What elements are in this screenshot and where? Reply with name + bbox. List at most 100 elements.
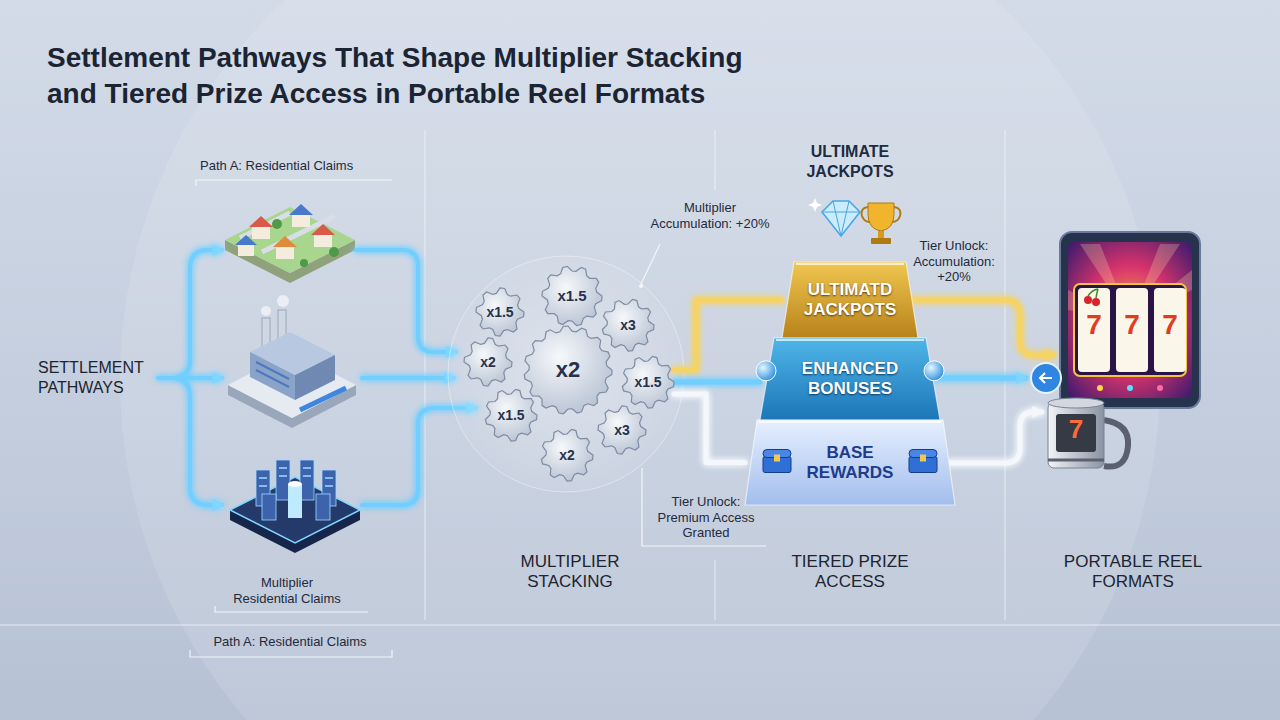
slot-mug-part bbox=[1048, 398, 1104, 408]
jackpot-icons-part bbox=[871, 238, 891, 244]
slot-mug-part bbox=[1048, 459, 1104, 462]
reel-symbol: 7 bbox=[1056, 415, 1096, 444]
tablet-device-part bbox=[1084, 296, 1092, 304]
gear-outline bbox=[464, 338, 512, 386]
reel-symbol: 7 bbox=[1116, 310, 1148, 341]
jackpot-icons-part bbox=[808, 198, 822, 212]
multiplier-value: x2 bbox=[480, 354, 496, 370]
residential-icon-part bbox=[225, 207, 355, 273]
slot-mug bbox=[1048, 398, 1128, 468]
prize-tier: BASE REWARDS bbox=[745, 420, 955, 505]
tablet-device bbox=[1060, 232, 1200, 408]
datacenter-icon-part bbox=[288, 484, 302, 518]
multiplier-gear: x2 bbox=[464, 338, 512, 386]
slot-mug-part bbox=[1104, 420, 1128, 467]
tier-outline bbox=[782, 262, 918, 338]
pathway-bracket-part bbox=[158, 376, 222, 380]
residential-icon-part bbox=[311, 224, 335, 235]
factory-icon-part bbox=[300, 388, 346, 410]
datacenter-icon-part bbox=[316, 494, 330, 520]
factory-icon-part bbox=[256, 362, 289, 387]
glow-orb bbox=[756, 361, 776, 381]
treasure-chest bbox=[763, 450, 791, 473]
multiplier-gear: x2 bbox=[541, 429, 593, 481]
datacenter-icon bbox=[230, 460, 360, 553]
pathway-bracket-part bbox=[172, 378, 222, 505]
callout-note: Multiplier Accumulation: +20% bbox=[646, 200, 774, 231]
tablet-device-part bbox=[1154, 288, 1186, 372]
multiplier-value: x3 bbox=[620, 317, 636, 333]
multiplier-gear: x1.5 bbox=[622, 356, 674, 408]
residential-icon-part bbox=[314, 234, 332, 247]
factory-icon-part bbox=[295, 355, 335, 400]
factory-icon bbox=[228, 295, 356, 428]
path-label: Path A: Residential Claims bbox=[200, 158, 400, 174]
label-bracket-part bbox=[190, 650, 392, 657]
pathway-bracket-part bbox=[172, 250, 222, 378]
back-button bbox=[1031, 363, 1061, 393]
slot-mug-part bbox=[1056, 414, 1096, 452]
jackpot-icons bbox=[808, 198, 900, 244]
tablet-device-part bbox=[1092, 298, 1100, 306]
multiplier-gear: x1.5 bbox=[476, 288, 524, 336]
tablet-device-part bbox=[1116, 288, 1148, 372]
treasure-chest bbox=[909, 450, 937, 473]
tablet-device-part bbox=[1074, 284, 1186, 376]
gear-outline bbox=[598, 406, 646, 454]
section-label: SETTLEMENT PATHWAYS bbox=[38, 358, 170, 398]
column-divider-part bbox=[1005, 130, 1006, 620]
multiplier-value: x3 bbox=[614, 422, 630, 438]
residential-icon-part bbox=[292, 214, 310, 227]
residential-icon-part bbox=[272, 219, 282, 229]
residential-icon-part bbox=[252, 226, 270, 239]
gear-outline bbox=[476, 288, 524, 336]
gear-outline bbox=[524, 326, 612, 414]
treasure-chest-part bbox=[920, 455, 926, 462]
label-bracket-part bbox=[642, 468, 766, 546]
callout-note: Tier Unlock: Premium Access Granted bbox=[648, 494, 764, 541]
treasure-chest-part bbox=[774, 455, 780, 462]
datacenter-icon-part bbox=[300, 460, 314, 500]
diagram-title: Settlement Pathways That Shape Multiplie… bbox=[47, 40, 767, 113]
pathway-arrow-part bbox=[356, 250, 456, 352]
jackpot-icons-part bbox=[862, 207, 901, 222]
slot-mug-part bbox=[1048, 402, 1104, 468]
tablet-device-part bbox=[1127, 385, 1133, 391]
multiplier-gear: x2 bbox=[524, 326, 612, 414]
jackpot-icons-part bbox=[868, 203, 894, 231]
prize-arrow-part bbox=[945, 412, 1042, 463]
residential-icon-part bbox=[289, 204, 313, 215]
factory-icon-part bbox=[277, 295, 289, 307]
residential-icon-part bbox=[273, 236, 297, 247]
callout-note: Tier Unlock: Accumulation: +20% bbox=[908, 238, 1000, 285]
column-label: MULTIPLIER STACKING bbox=[490, 552, 650, 593]
prize-connector bbox=[674, 300, 782, 370]
multiplier-value: x2 bbox=[559, 447, 575, 463]
tablet-device-part bbox=[1157, 385, 1163, 391]
tier-outline bbox=[745, 420, 955, 505]
gear-outline bbox=[541, 429, 593, 481]
residential-icon-part bbox=[300, 259, 308, 267]
prize-tier: ENHANCED BONUSES bbox=[760, 338, 940, 420]
tier-name: BASE REWARDS bbox=[795, 443, 905, 482]
tier-highlight bbox=[796, 263, 904, 265]
label-bracket-part bbox=[215, 606, 368, 612]
gear-outline bbox=[602, 299, 654, 351]
tier-highlight bbox=[759, 421, 941, 423]
back-button-part bbox=[1031, 363, 1061, 393]
multiplier-value: x1.5 bbox=[634, 374, 661, 390]
residential-icon-part bbox=[235, 235, 257, 245]
tablet-device-part bbox=[1068, 242, 1192, 398]
multiplier-value: x1.5 bbox=[497, 407, 524, 423]
gear-halo bbox=[448, 256, 684, 492]
datacenter-icon-part bbox=[259, 468, 333, 486]
column-label: TIERED PRIZE ACCESS bbox=[772, 552, 928, 593]
tier-name: ULTIMATD JACKPOTS bbox=[798, 280, 902, 319]
residential-icon bbox=[225, 204, 355, 283]
residential-icon-part bbox=[276, 246, 294, 259]
pathway-arrow-part bbox=[362, 376, 454, 380]
residential-icon-part bbox=[238, 244, 254, 256]
tier-outline bbox=[760, 338, 940, 420]
